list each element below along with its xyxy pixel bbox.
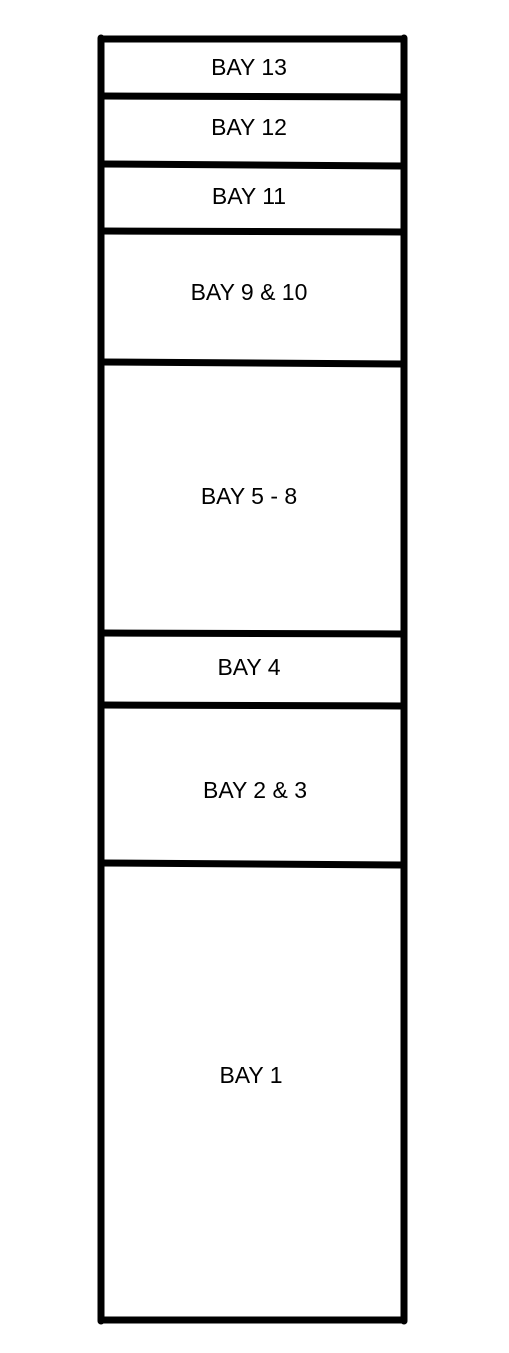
divider-bay-9-10-5-8 bbox=[97, 358, 408, 368]
divider-bay-4-2-3 bbox=[97, 701, 408, 710]
bay-label-11: BAY 11 bbox=[212, 183, 286, 209]
divider-bay-2-3-1 bbox=[97, 859, 408, 869]
divider-bay-13-12 bbox=[97, 92, 408, 101]
bay-label-4: BAY 4 bbox=[217, 654, 280, 680]
bay-label-1: BAY 1 bbox=[219, 1062, 282, 1088]
bay-label-2-3: BAY 2 & 3 bbox=[203, 777, 307, 803]
divider-bay-5-8-4 bbox=[97, 629, 408, 638]
bay-label-9-10: BAY 9 & 10 bbox=[191, 279, 308, 305]
bay-label-5-8: BAY 5 - 8 bbox=[201, 483, 297, 509]
divider-bay-11-9-10 bbox=[97, 227, 408, 236]
bay-label-13: BAY 13 bbox=[211, 54, 287, 80]
divider-bay-12-11 bbox=[97, 160, 408, 170]
bay-label-12: BAY 12 bbox=[211, 114, 287, 140]
